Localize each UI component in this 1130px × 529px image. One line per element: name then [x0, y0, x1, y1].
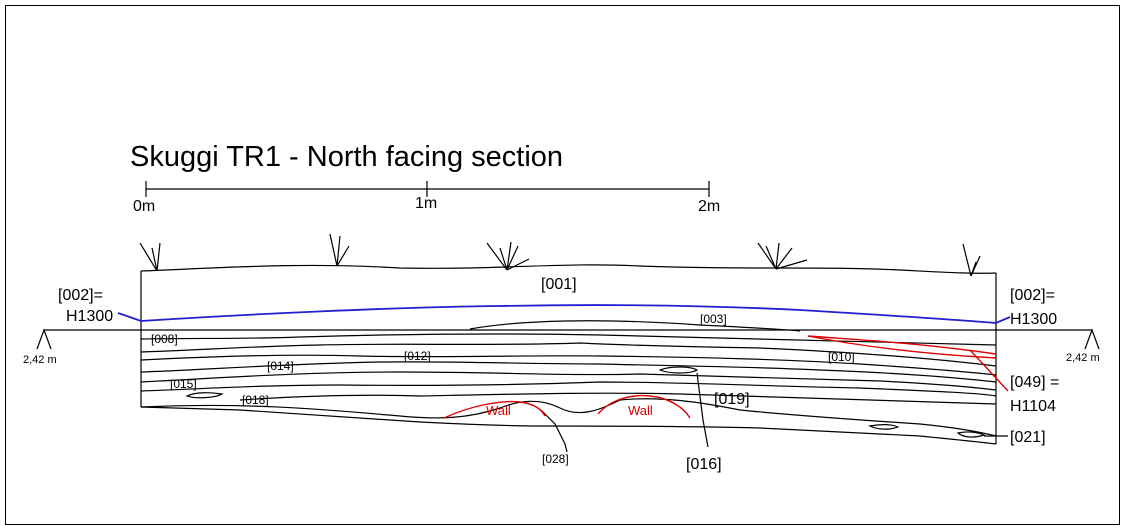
context-label-012: [012] — [404, 349, 431, 363]
stone-inclusion — [868, 424, 900, 430]
layer-boundary-base — [239, 409, 997, 445]
wall-right-label: Wall — [628, 403, 653, 418]
context-label-010: [010] — [828, 350, 855, 364]
datum-line-002 — [117, 304, 1011, 324]
plant-mark — [329, 233, 350, 267]
ground-surface-line — [140, 264, 997, 274]
datum-right-height: H1300 — [1010, 311, 1057, 328]
plant-mark — [757, 242, 808, 270]
section-base-left — [140, 406, 241, 411]
context-049-lines — [807, 335, 1009, 392]
drawing-title: Skuggi TR1 - North facing section — [130, 141, 563, 173]
layer-boundary — [239, 392, 997, 405]
context-label-003: [003] — [700, 312, 727, 326]
scale-label-2m: 2m — [698, 198, 720, 215]
plant-mark — [486, 241, 530, 271]
layer-boundary-003 — [469, 320, 801, 332]
context-label-008: [008] — [151, 332, 178, 346]
scale-label-1m: 1m — [415, 195, 437, 212]
wall-left-label: Wall — [486, 403, 511, 418]
layer-boundary — [140, 381, 997, 397]
wall-right-outline — [597, 394, 691, 419]
context-049-pointer — [969, 349, 1009, 392]
level-left-label: 2,42 m — [23, 354, 57, 366]
context-049-lower — [807, 335, 997, 359]
pointer-016 — [696, 372, 709, 448]
context-label-016: [016] — [686, 456, 722, 473]
datum-left-height: H1300 — [66, 308, 113, 325]
layer-lines — [140, 320, 1008, 453]
context-label-015: [015] — [170, 377, 197, 391]
context-label-049-height: H1104 — [1010, 398, 1056, 415]
context-label-019: [019] — [714, 391, 750, 408]
layer-boundary — [140, 354, 997, 376]
plant-mark — [962, 243, 981, 277]
stone-inclusion — [185, 392, 224, 399]
context-label-049: [049] = — [1010, 374, 1059, 391]
datum-left-label: [002]= — [58, 287, 103, 304]
drawing-frame — [5, 5, 1120, 525]
context-label-014: [014] — [267, 359, 294, 373]
vegetation-marks — [139, 233, 981, 277]
plant-mark — [139, 242, 161, 272]
layer-boundary — [140, 371, 997, 391]
level-marker-right — [1084, 328, 1100, 350]
scale-label-0m: 0m — [133, 198, 155, 215]
level-marker-left — [36, 328, 52, 350]
walls: Wall Wall — [443, 394, 691, 419]
layer-boundary — [140, 333, 997, 346]
layer-boundary — [140, 361, 997, 383]
layer-boundary — [140, 342, 997, 367]
context-label-028: [028] — [542, 452, 569, 466]
stone-inclusion — [658, 366, 699, 374]
context-label-001: [001] — [541, 276, 577, 293]
context-label-021: [021] — [1010, 429, 1046, 446]
context-label-018: [018] — [242, 393, 269, 407]
pointer-028 — [540, 409, 568, 453]
datum-right-label: [002]= — [1010, 287, 1055, 304]
layer-boundary — [140, 398, 997, 437]
wall-left-outline — [443, 400, 546, 419]
stone-inclusion — [956, 431, 986, 438]
level-right-label: 2,42 m — [1066, 352, 1100, 364]
scale-bar: 0m 1m 2m — [133, 181, 720, 215]
